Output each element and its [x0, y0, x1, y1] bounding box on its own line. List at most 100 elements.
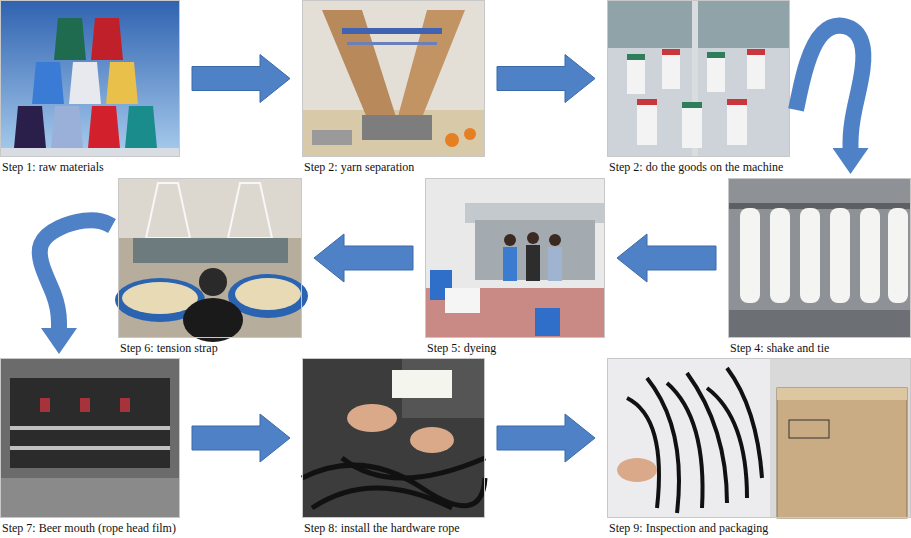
straps-photo — [728, 203, 911, 209]
dyeing-photo — [425, 178, 605, 338]
winding-machine-photo — [662, 55, 680, 89]
step-caption: Step 8: install the hardware rope — [304, 521, 460, 535]
rope-head-film-photo — [0, 358, 180, 518]
yarn-cones-photo — [88, 106, 120, 148]
packaging-photo — [727, 368, 762, 478]
process-step: Step 5: dyeing — [425, 178, 605, 358]
yarn-separation-photo — [302, 0, 485, 157]
rope-head-film-photo — [0, 478, 180, 518]
step-caption: Step 2: do the goods on the machine — [609, 160, 783, 174]
yarn-separation-photo — [464, 128, 476, 140]
winding-machine-photo — [682, 108, 702, 148]
winding-machine-photo — [627, 60, 645, 94]
tension-strap-photo — [133, 238, 288, 263]
step-caption: Step 7: Beer mouth (rope head film) — [2, 521, 176, 535]
winding-machine-photo — [637, 105, 657, 145]
process-step: Step 4: shake and tie — [728, 178, 911, 358]
process-step: Step 2: yarn separation — [302, 0, 485, 177]
hardware-rope-photo — [302, 358, 485, 518]
packaging-photo — [607, 358, 911, 518]
tension-strap-photo — [228, 183, 272, 238]
yarn-cones-photo — [14, 106, 46, 148]
yarn-separation-photo — [445, 133, 459, 147]
straps-photo — [728, 310, 911, 338]
winding-machine-photo — [607, 0, 790, 48]
hardware-rope-photo — [392, 370, 452, 398]
step-caption: Step 1: raw materials — [2, 160, 104, 174]
yarn-separation-photo — [362, 115, 432, 140]
dyeing-photo — [445, 288, 480, 313]
step-caption: Step 4: shake and tie — [730, 341, 829, 355]
step-caption: Step 2: yarn separation — [304, 160, 414, 174]
tension-strap-photo — [199, 268, 227, 296]
hardware-rope-photo — [302, 358, 485, 518]
packaging-photo — [627, 398, 659, 508]
yarn-separation-photo — [302, 0, 485, 157]
photo-frames — [1, 1, 911, 518]
process-step: Step 9: Inspection and packaging — [607, 358, 911, 538]
tension-strap-photo — [122, 282, 198, 314]
winding-machine-photo — [707, 52, 725, 58]
yarn-separation-photo — [302, 110, 485, 157]
rope-head-film-photo — [10, 378, 170, 468]
rope-head-film-photo — [120, 398, 130, 412]
packaging-photo — [617, 458, 657, 482]
hardware-rope-photo — [410, 427, 454, 453]
flow-arrow — [192, 55, 290, 103]
winding-machine-photo — [627, 54, 645, 60]
yarn-cones-photo — [69, 62, 101, 104]
flow-arrow — [314, 234, 413, 282]
packaging-photo — [647, 378, 679, 513]
yarn-cones-photo — [0, 0, 180, 157]
photo-frames — [608, 359, 911, 518]
packaging-photo — [770, 358, 911, 518]
straps-photo — [728, 178, 911, 338]
process-step: Step 7: Beer mouth (rope head film) — [0, 358, 180, 538]
packaging-photo — [707, 388, 747, 498]
straps-photo — [740, 208, 760, 303]
dyeing-photo — [526, 245, 540, 281]
yarn-cones-photo — [0, 148, 180, 157]
step-caption: Step 9: Inspection and packaging — [609, 521, 768, 535]
straps-photo — [728, 178, 911, 338]
flow-arrow — [497, 55, 595, 103]
dyeing-photo — [425, 288, 605, 338]
tension-strap-photo — [235, 278, 301, 310]
photo-frames — [608, 1, 790, 157]
dyeing-photo — [548, 247, 562, 281]
photo-frames — [119, 179, 302, 338]
winding-machine-photo — [607, 0, 790, 157]
straps-photo — [770, 208, 790, 303]
yarn-separation-photo — [312, 130, 352, 145]
packaging-photo — [607, 358, 770, 518]
packaging-photo — [777, 388, 907, 518]
rope-head-film-photo — [0, 358, 180, 518]
dyeing-photo — [504, 234, 516, 246]
hardware-rope-photo — [312, 488, 452, 508]
dyeing-photo — [549, 234, 561, 246]
dyeing-photo — [527, 232, 539, 244]
yarn-cones-photo — [91, 18, 123, 60]
process-step: Step 2: do the goods on the machine — [607, 0, 790, 177]
packaging-photo — [789, 420, 829, 438]
photo-frames — [1, 1, 180, 157]
winding-machine-photo — [637, 99, 657, 105]
dyeing-photo — [475, 220, 595, 280]
winding-machine-photo — [727, 99, 747, 105]
straps-photo — [830, 208, 850, 303]
hardware-rope-photo — [347, 404, 397, 432]
yarn-cones-photo — [51, 106, 83, 148]
rope-head-film-photo — [10, 446, 170, 450]
photo-frames — [303, 359, 485, 518]
flow-arrow — [497, 414, 595, 462]
winding-machine-photo — [682, 102, 702, 108]
yarn-separation-photo — [347, 42, 437, 45]
hardware-rope-photo — [342, 458, 485, 478]
rope-head-film-photo — [40, 398, 50, 412]
photo-frames — [303, 1, 485, 157]
process-step: Step 1: raw materials — [0, 0, 180, 177]
dyeing-photo — [535, 308, 560, 336]
straps-photo — [800, 208, 820, 303]
